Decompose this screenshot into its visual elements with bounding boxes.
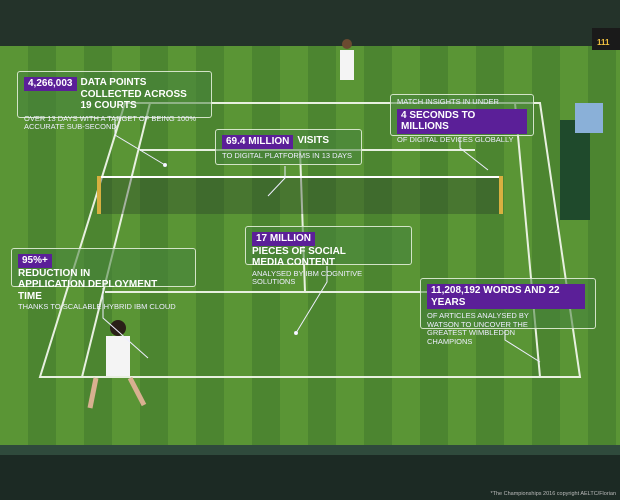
stat-headline: Visits xyxy=(297,135,330,146)
stat-box-match-insights: Match insights in under 4 seconds to mil… xyxy=(390,94,534,143)
photo-credit: *The Championships 2016 copyright AELTC/… xyxy=(490,491,616,497)
net xyxy=(97,176,503,214)
player-far xyxy=(340,39,354,80)
stat-highlight: 95%+ xyxy=(18,254,52,268)
stat-detail: Of digital devices globally xyxy=(397,134,514,144)
stat-highlight: 11,208,192 words and 22 years xyxy=(427,284,585,309)
stat-headline: Pieces of social media content xyxy=(252,245,346,269)
stat-box-watson: 11,208,192 words and 22 years Of article… xyxy=(420,278,596,346)
stat-detail: Of articles analysed by Watson to uncove… xyxy=(427,311,529,346)
scoreboard: 111 xyxy=(597,38,610,47)
stat-detail: Over 13 days with a target of being 100%… xyxy=(24,113,196,132)
stat-detail: Analysed by IBM cognitive solutions xyxy=(252,268,363,287)
stat-headline: Reduction in application deployment time xyxy=(18,267,158,302)
stat-box-data-points: 4,266,003Data points collected across 19… xyxy=(17,71,212,131)
stat-highlight: 4,266,003 xyxy=(24,77,77,91)
connector-lines xyxy=(102,118,541,363)
stat-highlight: 17 Million xyxy=(252,232,316,246)
umpire-chair xyxy=(560,103,603,220)
stat-headline: Data points collected across 19 courts xyxy=(80,77,187,111)
stat-box-deployment: 95%+Reduction in application deployment … xyxy=(11,248,196,311)
top-stand xyxy=(0,0,620,46)
stat-box-visits: 69.4 MillionVisits To digital platforms … xyxy=(215,129,362,165)
stat-pre: Match insights in under xyxy=(397,97,499,106)
stat-box-social-media: 17 MillionPieces of social media content… xyxy=(245,226,412,286)
player-near xyxy=(87,320,147,409)
stat-highlight: 69.4 Million xyxy=(222,135,294,149)
stat-detail: To digital platforms in 13 days xyxy=(222,150,353,160)
stat-highlight: 4 seconds to millions xyxy=(397,108,527,134)
stat-detail: Thanks to scalable hybrid IBM Cloud xyxy=(18,302,176,311)
